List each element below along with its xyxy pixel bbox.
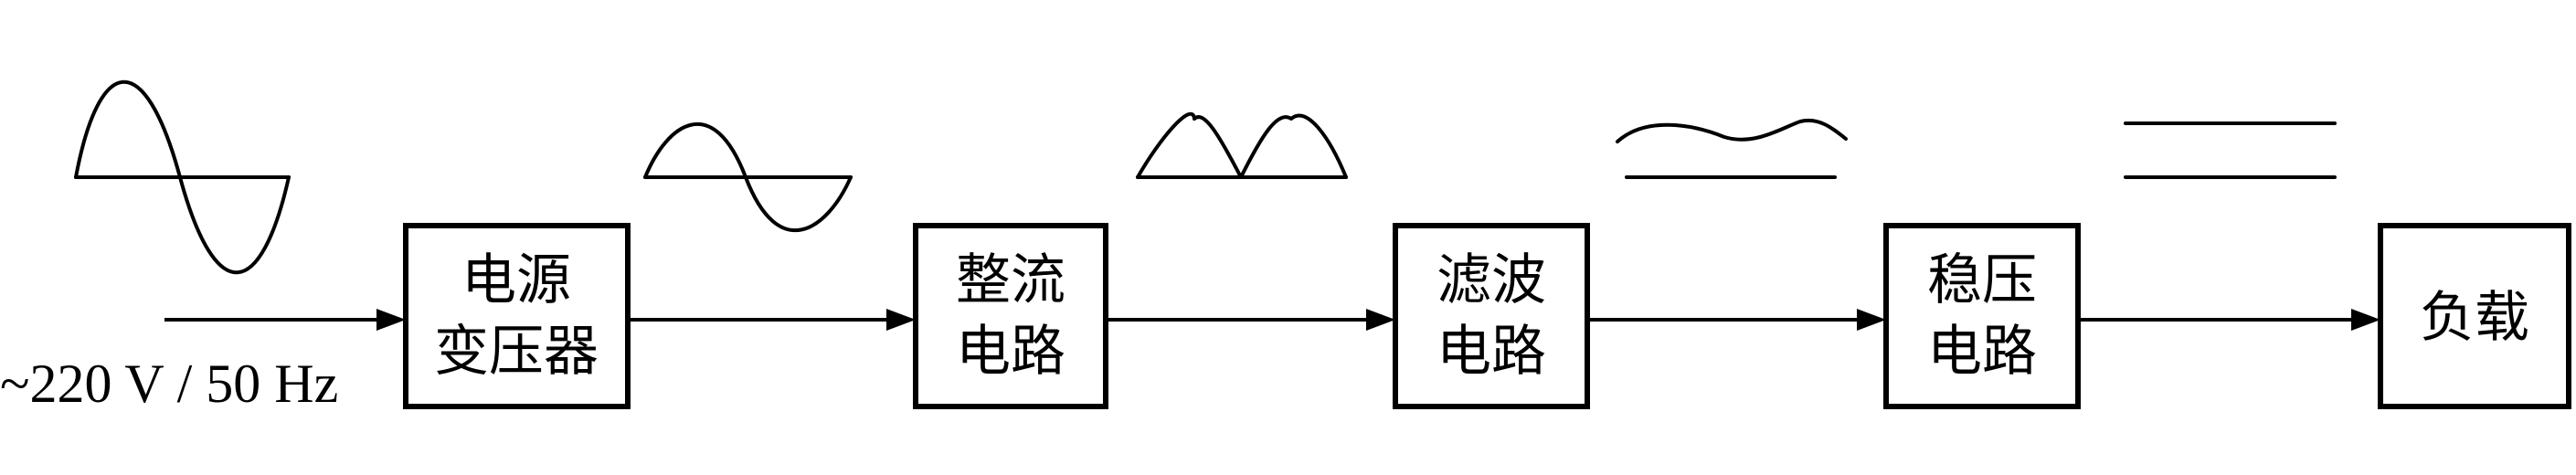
block-transformer-line2: 变压器 xyxy=(434,320,599,384)
block-regulator xyxy=(1883,223,2081,409)
block-load xyxy=(2378,223,2571,409)
block-rectifier-line1: 整流 xyxy=(956,248,1065,312)
arrow-regulator-to-load-head xyxy=(2351,309,2380,331)
block-regulator-line2: 电路 xyxy=(1927,320,2037,384)
block-rectifier-line2: 电路 xyxy=(956,320,1065,384)
block-filter-line2: 电路 xyxy=(1436,320,1546,384)
waveform-filtered-ripple xyxy=(1616,118,1848,143)
waveform-rectified xyxy=(1136,111,1348,179)
block-regulator-line1: 稳压 xyxy=(1927,248,2037,312)
block-load-label: 负载 xyxy=(2420,286,2529,350)
waveform-ac-input xyxy=(74,79,291,275)
block-transformer xyxy=(403,223,631,409)
block-transformer-line1: 电源 xyxy=(461,248,571,312)
arrow-transformer-to-rectifier-head xyxy=(886,309,916,331)
arrow-rectifier-to-filter-head xyxy=(1366,309,1395,331)
waveform-transformer-output xyxy=(643,121,853,233)
arrow-filter-to-regulator-head xyxy=(1857,309,1886,331)
block-rectifier xyxy=(913,223,1108,409)
input-label: ~220 V / 50 Hz xyxy=(0,354,338,414)
block-filter xyxy=(1393,223,1590,409)
input-arrow-head xyxy=(376,309,406,331)
block-filter-line1: 滤波 xyxy=(1436,248,1546,312)
